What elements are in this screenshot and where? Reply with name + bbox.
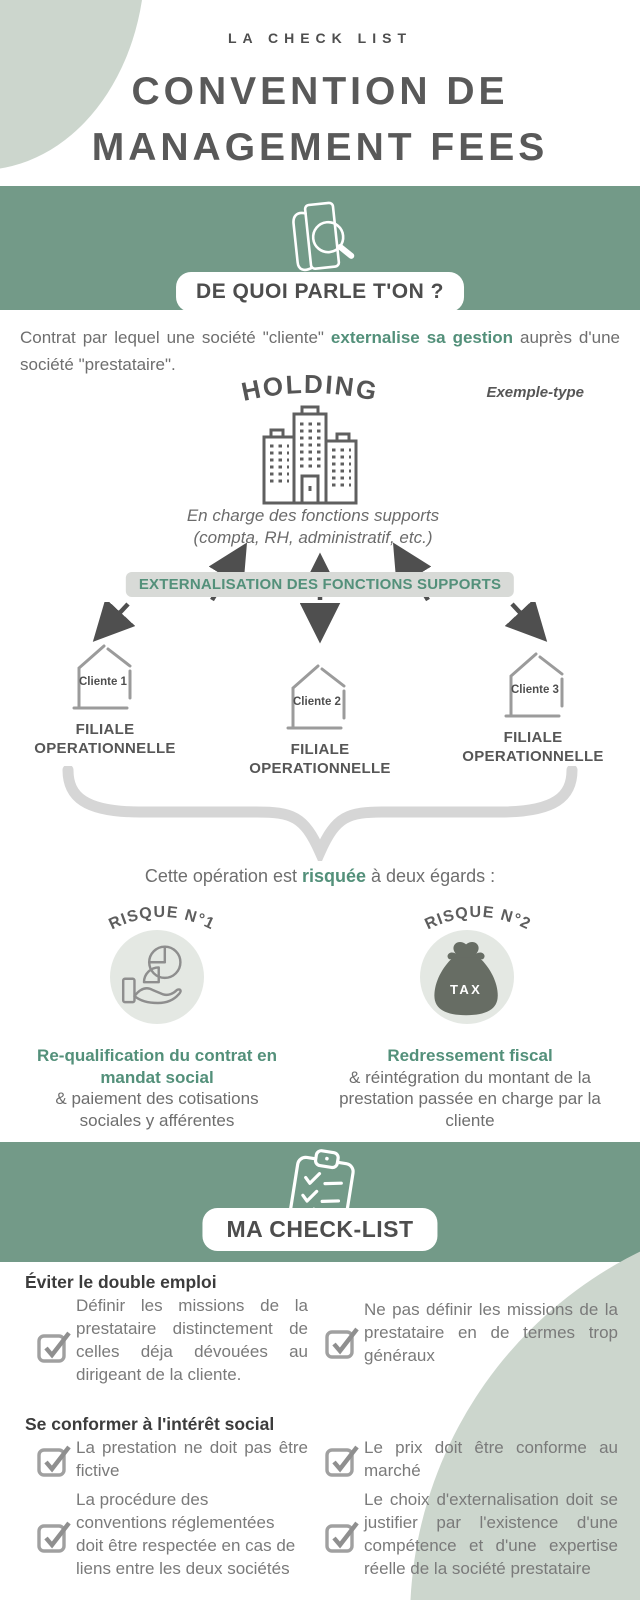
checklist-heading-interet-social: Se conformer à l'intérêt social (25, 1414, 275, 1434)
checklist-band-title: MA CHECK-LIST (202, 1208, 438, 1251)
holding-caption-line2: (compta, RH, administratif, etc.) (193, 528, 433, 547)
definition-text-highlight: externalise sa gestion (330, 328, 514, 347)
checklist-item: La procédure des conventions réglementée… (76, 1490, 296, 1578)
curly-brace (62, 766, 578, 861)
definition-paragraph: Contrat par lequel une société "cliente"… (20, 324, 620, 378)
house-client-label: Cliente 3 (511, 684, 559, 696)
checkbox-icon (325, 1521, 359, 1553)
checkbox-icon (325, 1445, 359, 1477)
example-type-tag: Exemple-type (486, 384, 584, 401)
svg-text:RISQUE N°2: RISQUE N°2 (422, 904, 533, 933)
arrows-to-subsidiaries (92, 602, 548, 644)
page-title-line2: MANAGEMENT FEES (91, 126, 549, 169)
risk1-circle (110, 930, 204, 1024)
risk1-title: Re-qualification du contrat en mandat so… (37, 1046, 277, 1087)
risk1-subtitle: & paiement des cotisations sociales y af… (55, 1089, 259, 1130)
checklist-heading-double-emploi: Éviter le double emploi (25, 1272, 217, 1292)
book-magnifier-icon (292, 201, 355, 272)
pie-chart-hand-icon (121, 945, 182, 1005)
subsidiary-name-3: FILIALE OPERATIONNELLE (462, 729, 604, 765)
checklist-item: Définir les missions de la prestataire d… (76, 1296, 308, 1384)
svg-text:TAX: TAX (450, 982, 482, 997)
svg-text:HOLDING: HOLDING (239, 369, 381, 407)
definition-text-pre: Contrat par lequel une société "cliente" (20, 328, 331, 347)
risk-intro-highlight: risquée (301, 866, 367, 886)
risk2-arched-label: RISQUE N°2 (422, 904, 533, 933)
house-client-label: Cliente 2 (293, 696, 341, 708)
risk-intro-pre: Cette opération est (144, 866, 302, 886)
risk1-arched-label: RISQUE N°1 (106, 904, 217, 933)
holding-caption-line1: En charge des fonctions supports (186, 506, 440, 525)
subsidiary-name-2: FILIALE OPERATIONNELLE (249, 741, 391, 777)
checkbox-icon (37, 1521, 71, 1553)
house-icon (72, 644, 132, 710)
checkbox-icon (325, 1327, 359, 1359)
checklist-section: Éviter le double emploi Définir les miss… (0, 1210, 640, 1600)
house-icon (286, 664, 346, 730)
checklist-item: Le choix d'externalisation doit se justi… (364, 1490, 618, 1578)
page-title: CONVENTION DE MANAGEMENT FEES (0, 64, 640, 176)
subsidiary-house-3: Cliente 3 (504, 648, 568, 720)
house-icon (504, 652, 564, 718)
checklist-band: MA CHECK-LIST (0, 1142, 640, 1262)
risk1-caption: Re-qualification du contrat en mandat so… (28, 1045, 286, 1131)
page-title-line1: CONVENTION DE (131, 70, 509, 113)
buildings-icon (262, 405, 358, 505)
definition-band: DE QUOI PARLE T'ON ? (0, 186, 640, 312)
checkbox-icon (37, 1331, 71, 1363)
risk-intro-post: à deux égards : (366, 866, 496, 886)
svg-text:RISQUE N°1: RISQUE N°1 (106, 904, 217, 933)
subsidiary-house-2: Cliente 2 (286, 660, 350, 732)
checkbox-icon (37, 1445, 71, 1477)
holding-arched-title: HOLDING (239, 369, 381, 407)
definition-text-post: auprès d'une société "prestataire". (20, 328, 620, 374)
risk2-title: Redressement fiscal (387, 1046, 553, 1065)
definition-band-title: DE QUOI PARLE T'ON ? (176, 272, 464, 312)
risk2-subtitle: & réintégration du montant de la prestat… (339, 1067, 601, 1130)
externalisation-label: EXTERNALISATION DES FONCTIONS SUPPORTS (125, 572, 515, 597)
header: LA CHECK LIST CONVENTION DE MANAGEMENT F… (0, 0, 640, 186)
risk-intro: Cette opération est risquée à deux égard… (0, 866, 640, 887)
risk2-caption: Redressement fiscal & réintégration du m… (334, 1045, 606, 1131)
subsidiary-name-1: FILIALE OPERATIONNELLE (34, 721, 176, 757)
money-bag-tax-icon: TAX (434, 942, 498, 1016)
checklist-item: Ne pas définir les missions de la presta… (364, 1300, 618, 1365)
subsidiary-house-1: Cliente 1 (72, 640, 136, 712)
kicker-label: LA CHECK LIST (227, 30, 413, 46)
checklist-item: La prestation ne doit pas être fictive (76, 1438, 308, 1480)
house-client-label: Cliente 1 (79, 676, 127, 688)
risk2-circle: TAX (420, 930, 514, 1024)
checklist-item: Le prix doit être conforme au marché (364, 1438, 618, 1480)
definition-section: Contrat par lequel une société "cliente"… (0, 310, 640, 1142)
